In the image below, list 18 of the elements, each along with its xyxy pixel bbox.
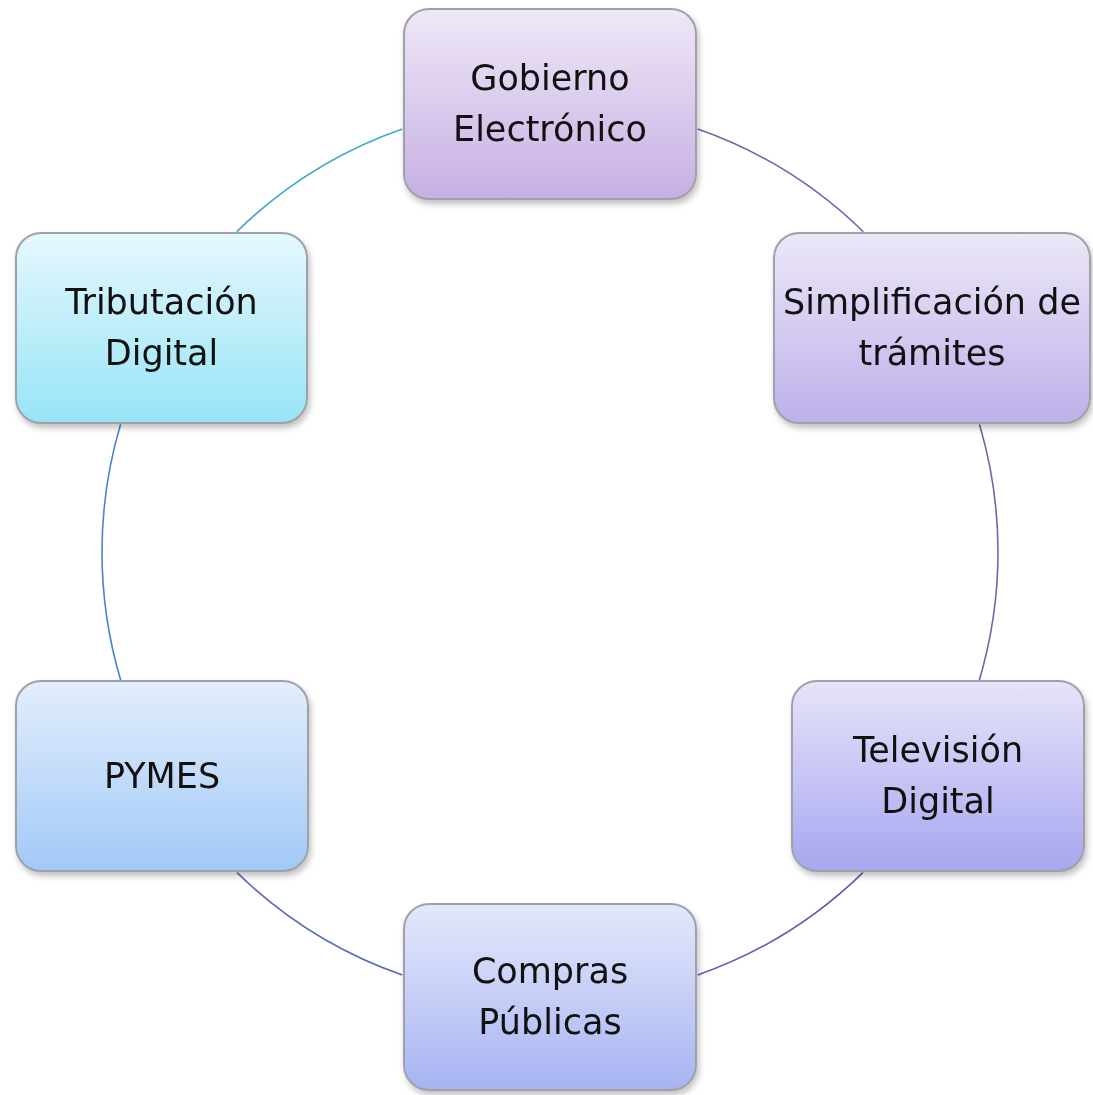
node-label: Simplificación de trámites [783, 281, 1081, 375]
connector-arc [696, 128, 865, 233]
node-label: Televisión Digital [851, 729, 1025, 823]
rounded-box [773, 232, 1091, 424]
node-label: PYMES [103, 754, 221, 798]
rounded-box [403, 8, 697, 200]
connector-arc [978, 423, 999, 681]
connector-arc [101, 423, 122, 681]
rounded-box [15, 680, 309, 872]
rounded-box [791, 680, 1085, 872]
connector-arc [236, 871, 404, 976]
rounded-box [15, 232, 308, 424]
connector-arc [696, 871, 864, 976]
node-label: Compras Públicas [470, 950, 630, 1044]
node-label: Tributación Digital [64, 281, 259, 375]
rounded-box [403, 903, 697, 1091]
connector-arc [236, 128, 404, 233]
node-label: Gobierno Electrónico [452, 57, 648, 151]
